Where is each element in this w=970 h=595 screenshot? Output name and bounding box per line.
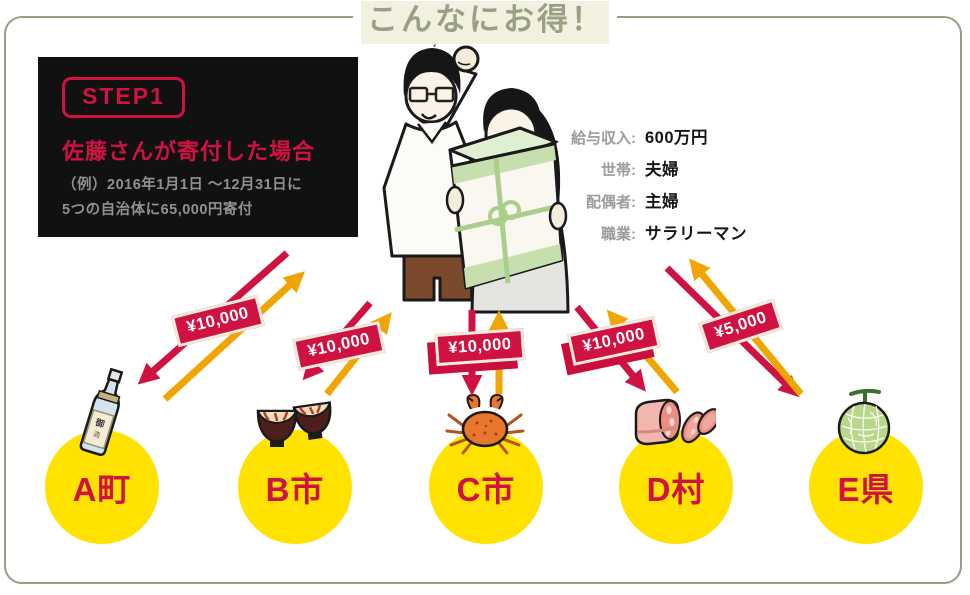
profile-value: サラリーマン — [645, 225, 747, 243]
gift-box — [448, 126, 564, 290]
municipality-c-city: C市 — [429, 430, 543, 544]
step-box: STEP1 佐藤さんが寄付した場合 （例）2016年1月1日 〜12月31日に … — [38, 57, 358, 237]
municipality-label: B市 — [265, 471, 325, 508]
profile-label: 職業: — [601, 226, 636, 243]
page-title-text: こんなにお得！ — [361, 1, 609, 45]
crab-icon — [445, 393, 525, 455]
husband-figure — [382, 48, 480, 302]
page-title-outer: こんなにお得！ — [353, 1, 617, 45]
husband-hand — [445, 185, 465, 215]
profile-row-household: 世帯: 夫婦 — [548, 156, 747, 188]
profile-row-income: 給与収入: 600万円 — [548, 124, 747, 156]
couple-illustration — [382, 41, 570, 314]
donation-amount-c-city: ¥10,000 — [434, 327, 526, 367]
step-note-line2: 5つの自治体に65,000円寄付 — [62, 202, 253, 218]
profile-label: 世帯: — [601, 162, 636, 179]
profile-value: 主婦 — [645, 193, 679, 211]
municipality-b-city: B市 — [238, 430, 352, 544]
profile-label: 給与収入: — [571, 130, 636, 147]
profile-row-job: 職業: サラリーマン — [548, 220, 747, 252]
profile-value: 夫婦 — [645, 161, 679, 179]
profile-info: 給与収入: 600万円 世帯: 夫婦 配偶者: 主婦 職業: サラリーマン — [548, 124, 747, 252]
step-badge: STEP1 — [62, 77, 185, 118]
profile-label: 配偶者: — [586, 194, 636, 211]
svg-text:御: 御 — [93, 416, 106, 429]
page-title: こんなにお得！ — [0, 1, 970, 45]
meat-icon — [634, 398, 716, 446]
profile-row-spouse: 配偶者: 主婦 — [548, 188, 747, 220]
municipality-label: A町 — [72, 471, 132, 508]
municipality-label: D村 — [646, 471, 706, 508]
municipality-label: C市 — [456, 471, 516, 508]
sake-bottle-icon: 御 酒 — [79, 368, 124, 456]
municipality-label: E県 — [837, 471, 895, 508]
lacquer-bowls-icon — [256, 401, 332, 447]
svg-text:酒: 酒 — [92, 430, 101, 440]
wife-hand — [548, 201, 568, 231]
step-note-line1: （例）2016年1月1日 〜12月31日に — [62, 177, 303, 193]
step-heading: 佐藤さんが寄付した場合 — [62, 139, 316, 164]
municipality-d-village: D村 — [619, 430, 733, 544]
melon-icon — [837, 388, 891, 455]
profile-value: 600万円 — [645, 129, 709, 147]
